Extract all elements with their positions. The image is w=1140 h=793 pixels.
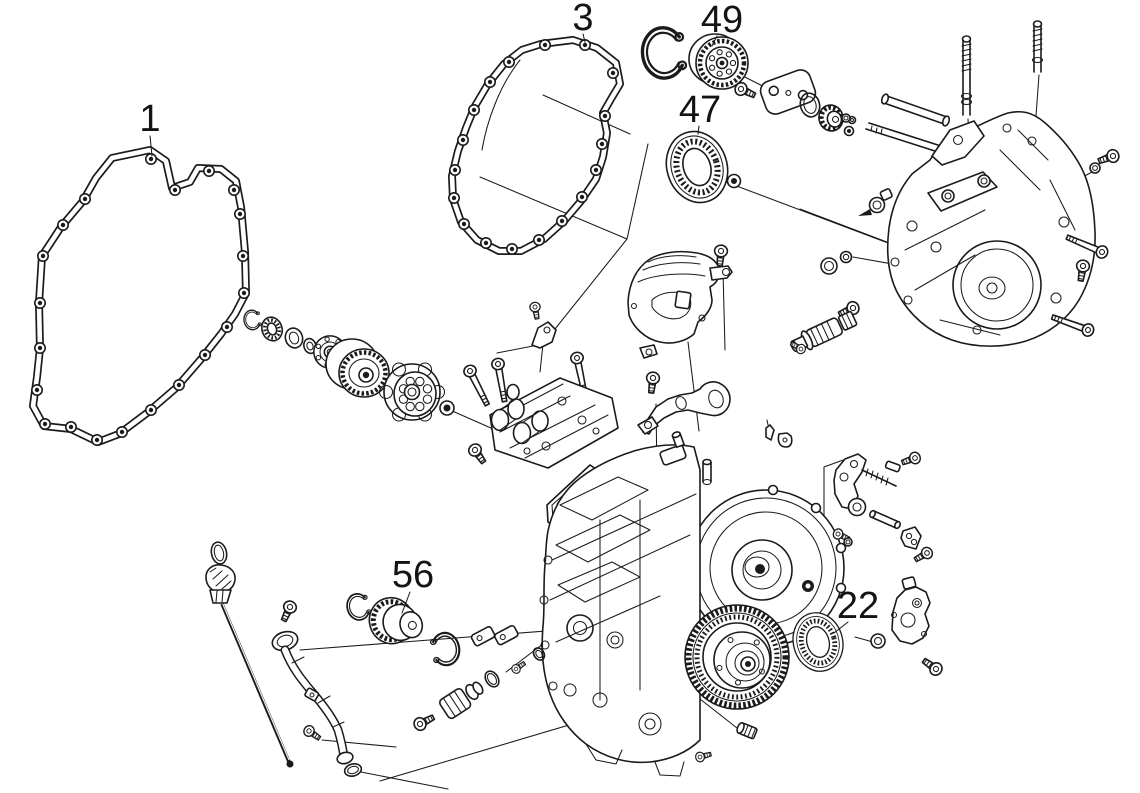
callout-56-leader <box>401 591 411 614</box>
callout-1-label: 1 <box>139 98 160 140</box>
dipstick <box>205 541 294 768</box>
sensor-bolt <box>411 710 438 734</box>
solenoid-bolt <box>919 654 946 679</box>
sensor-washer <box>532 647 546 661</box>
mainshaft-parts-row <box>241 308 455 422</box>
callout-3-label: 3 <box>572 0 593 39</box>
snap-ring-small <box>241 308 263 332</box>
oil-switch <box>820 250 853 275</box>
parking-linkage <box>765 419 936 566</box>
shim-plates <box>470 624 519 647</box>
shift-control-solenoid <box>870 576 946 679</box>
transmission-housing <box>788 20 1122 356</box>
sensor-mount-plate-cluster <box>732 69 951 154</box>
oil-filler-pipe <box>271 598 363 777</box>
callout-47-leader <box>697 125 700 135</box>
vb-bolt-1 <box>461 362 494 409</box>
position-sensor-cluster <box>411 647 546 734</box>
clip-small-1 <box>765 419 775 441</box>
sensor-gear-cluster <box>343 590 519 669</box>
oil-seal-47 <box>657 123 742 210</box>
filler-bolt-upper <box>277 598 300 625</box>
solenoid-1 <box>490 398 525 432</box>
vb-bolt-4 <box>465 440 490 467</box>
callouts: 1 3 49 47 56 22 <box>139 0 879 634</box>
callout-22-label: 22 <box>837 585 879 627</box>
elbow-fitting <box>659 431 687 466</box>
valve-body-assembly <box>461 300 619 469</box>
speed-sensor-assembly <box>788 310 858 356</box>
bearing-49 <box>688 33 749 90</box>
mounting-bracket <box>637 370 731 435</box>
callout-3-leader <box>582 33 586 43</box>
end-cover-gasket <box>447 36 624 255</box>
callout-56-label: 56 <box>392 554 434 596</box>
sensor-small-bolt <box>509 658 528 676</box>
callout-22-leader <box>833 621 849 634</box>
housing-bolt-top <box>1089 147 1122 174</box>
snap-ring-49 <box>638 23 689 82</box>
callout-1-leader <box>149 135 153 157</box>
bracket-bolt <box>644 370 661 395</box>
sensor-drive-gear <box>368 596 424 645</box>
sensor-o-ring <box>484 670 500 688</box>
callout-49-label: 49 <box>701 0 743 41</box>
pressure-switch <box>858 188 893 216</box>
case-bolt-bottom <box>693 748 713 764</box>
helical-gear <box>325 338 390 398</box>
clip-small-2 <box>777 432 793 448</box>
snap-ring-56a <box>343 590 374 624</box>
governor-gear <box>818 104 844 132</box>
ring-washer <box>284 327 304 349</box>
filler-o-ring <box>343 763 363 777</box>
snap-ring-56b <box>428 629 463 669</box>
callout-47-label: 47 <box>679 89 721 131</box>
drain-plug <box>736 721 758 740</box>
clutch-drum <box>684 604 790 710</box>
dowel-cylinder <box>702 458 712 486</box>
stud-bolt-a <box>960 35 973 116</box>
end-cap <box>439 400 455 416</box>
accumulator-cover <box>627 243 733 359</box>
seal-ring-small <box>260 316 284 342</box>
callout-49-leader <box>711 35 718 47</box>
solenoid-2 <box>512 410 549 445</box>
filler-bolt-lower <box>301 723 324 744</box>
planetary-carrier <box>378 362 446 422</box>
transaxle-case <box>539 431 847 777</box>
vb-bracket <box>528 300 557 349</box>
side-cover-gasket <box>29 146 250 447</box>
stud-bolt-b <box>1031 20 1044 73</box>
